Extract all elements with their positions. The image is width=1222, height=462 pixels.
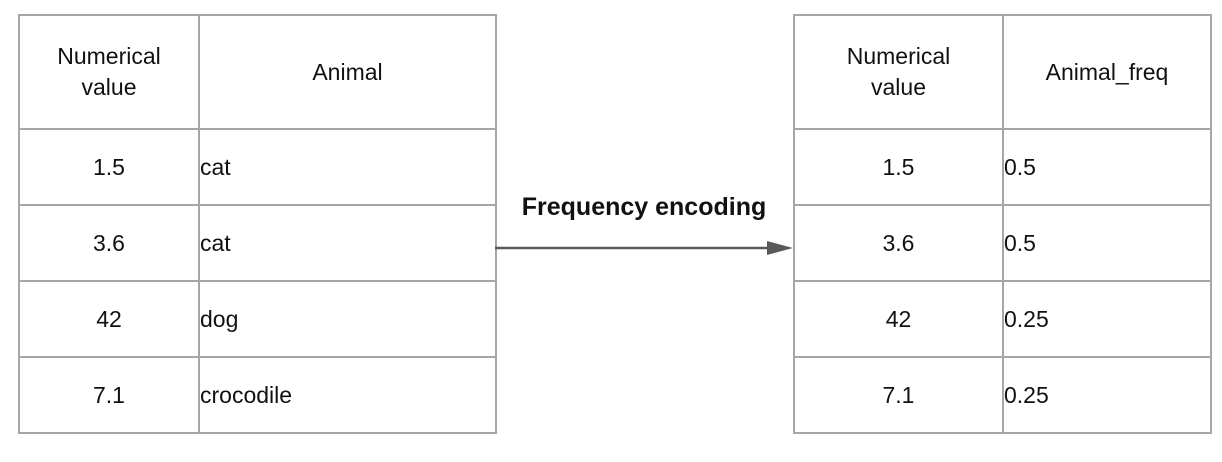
- table-row: 42 0.25: [793, 280, 1212, 358]
- header-cell-animal-freq: Animal_freq: [1002, 14, 1212, 130]
- header-label: Animal: [312, 58, 383, 85]
- header-cell-numerical-value: Numerical value: [18, 14, 200, 130]
- header-label: Animal_freq: [1045, 58, 1169, 85]
- header-cell-numerical-value: Numerical value: [793, 14, 1004, 130]
- table-row: 42 dog: [18, 280, 497, 358]
- table-row: 7.1 0.25: [793, 356, 1212, 434]
- table-cell: 1.5: [793, 128, 1004, 206]
- table-row: 7.1 crocodile: [18, 356, 497, 434]
- arrow-right-icon: [495, 241, 793, 255]
- encoded-table: Numerical value Animal_freq 1.5 0.5 3.6 …: [793, 14, 1212, 434]
- table-cell: 3.6: [18, 204, 200, 282]
- table-cell: 42: [18, 280, 200, 358]
- table-cell: 42: [793, 280, 1004, 358]
- transform-label: Frequency encoding: [521, 193, 767, 221]
- table-cell: 1.5: [18, 128, 200, 206]
- table-cell: crocodile: [198, 356, 497, 434]
- table-row: 3.6 cat: [18, 204, 497, 282]
- table-cell: cat: [198, 204, 497, 282]
- table-row: 1.5 cat: [18, 128, 497, 206]
- table-cell: dog: [198, 280, 497, 358]
- table-cell: 7.1: [793, 356, 1004, 434]
- encoded-table-header-row: Numerical value Animal_freq: [793, 14, 1212, 130]
- table-cell: 0.5: [1002, 128, 1212, 206]
- table-cell: 7.1: [18, 356, 200, 434]
- table-cell: 3.6: [793, 204, 1004, 282]
- header-label: Numerical value: [846, 43, 951, 100]
- table-row: 1.5 0.5: [793, 128, 1212, 206]
- source-table: Numerical value Animal 1.5 cat 3.6 cat 4…: [18, 14, 497, 434]
- source-table-header-row: Numerical value Animal: [18, 14, 497, 130]
- table-row: 3.6 0.5: [793, 204, 1212, 282]
- table-cell: cat: [198, 128, 497, 206]
- header-cell-animal: Animal: [198, 14, 497, 130]
- header-label: Numerical value: [57, 43, 161, 100]
- table-cell: 0.25: [1002, 280, 1212, 358]
- table-cell: 0.25: [1002, 356, 1212, 434]
- table-cell: 0.5: [1002, 204, 1212, 282]
